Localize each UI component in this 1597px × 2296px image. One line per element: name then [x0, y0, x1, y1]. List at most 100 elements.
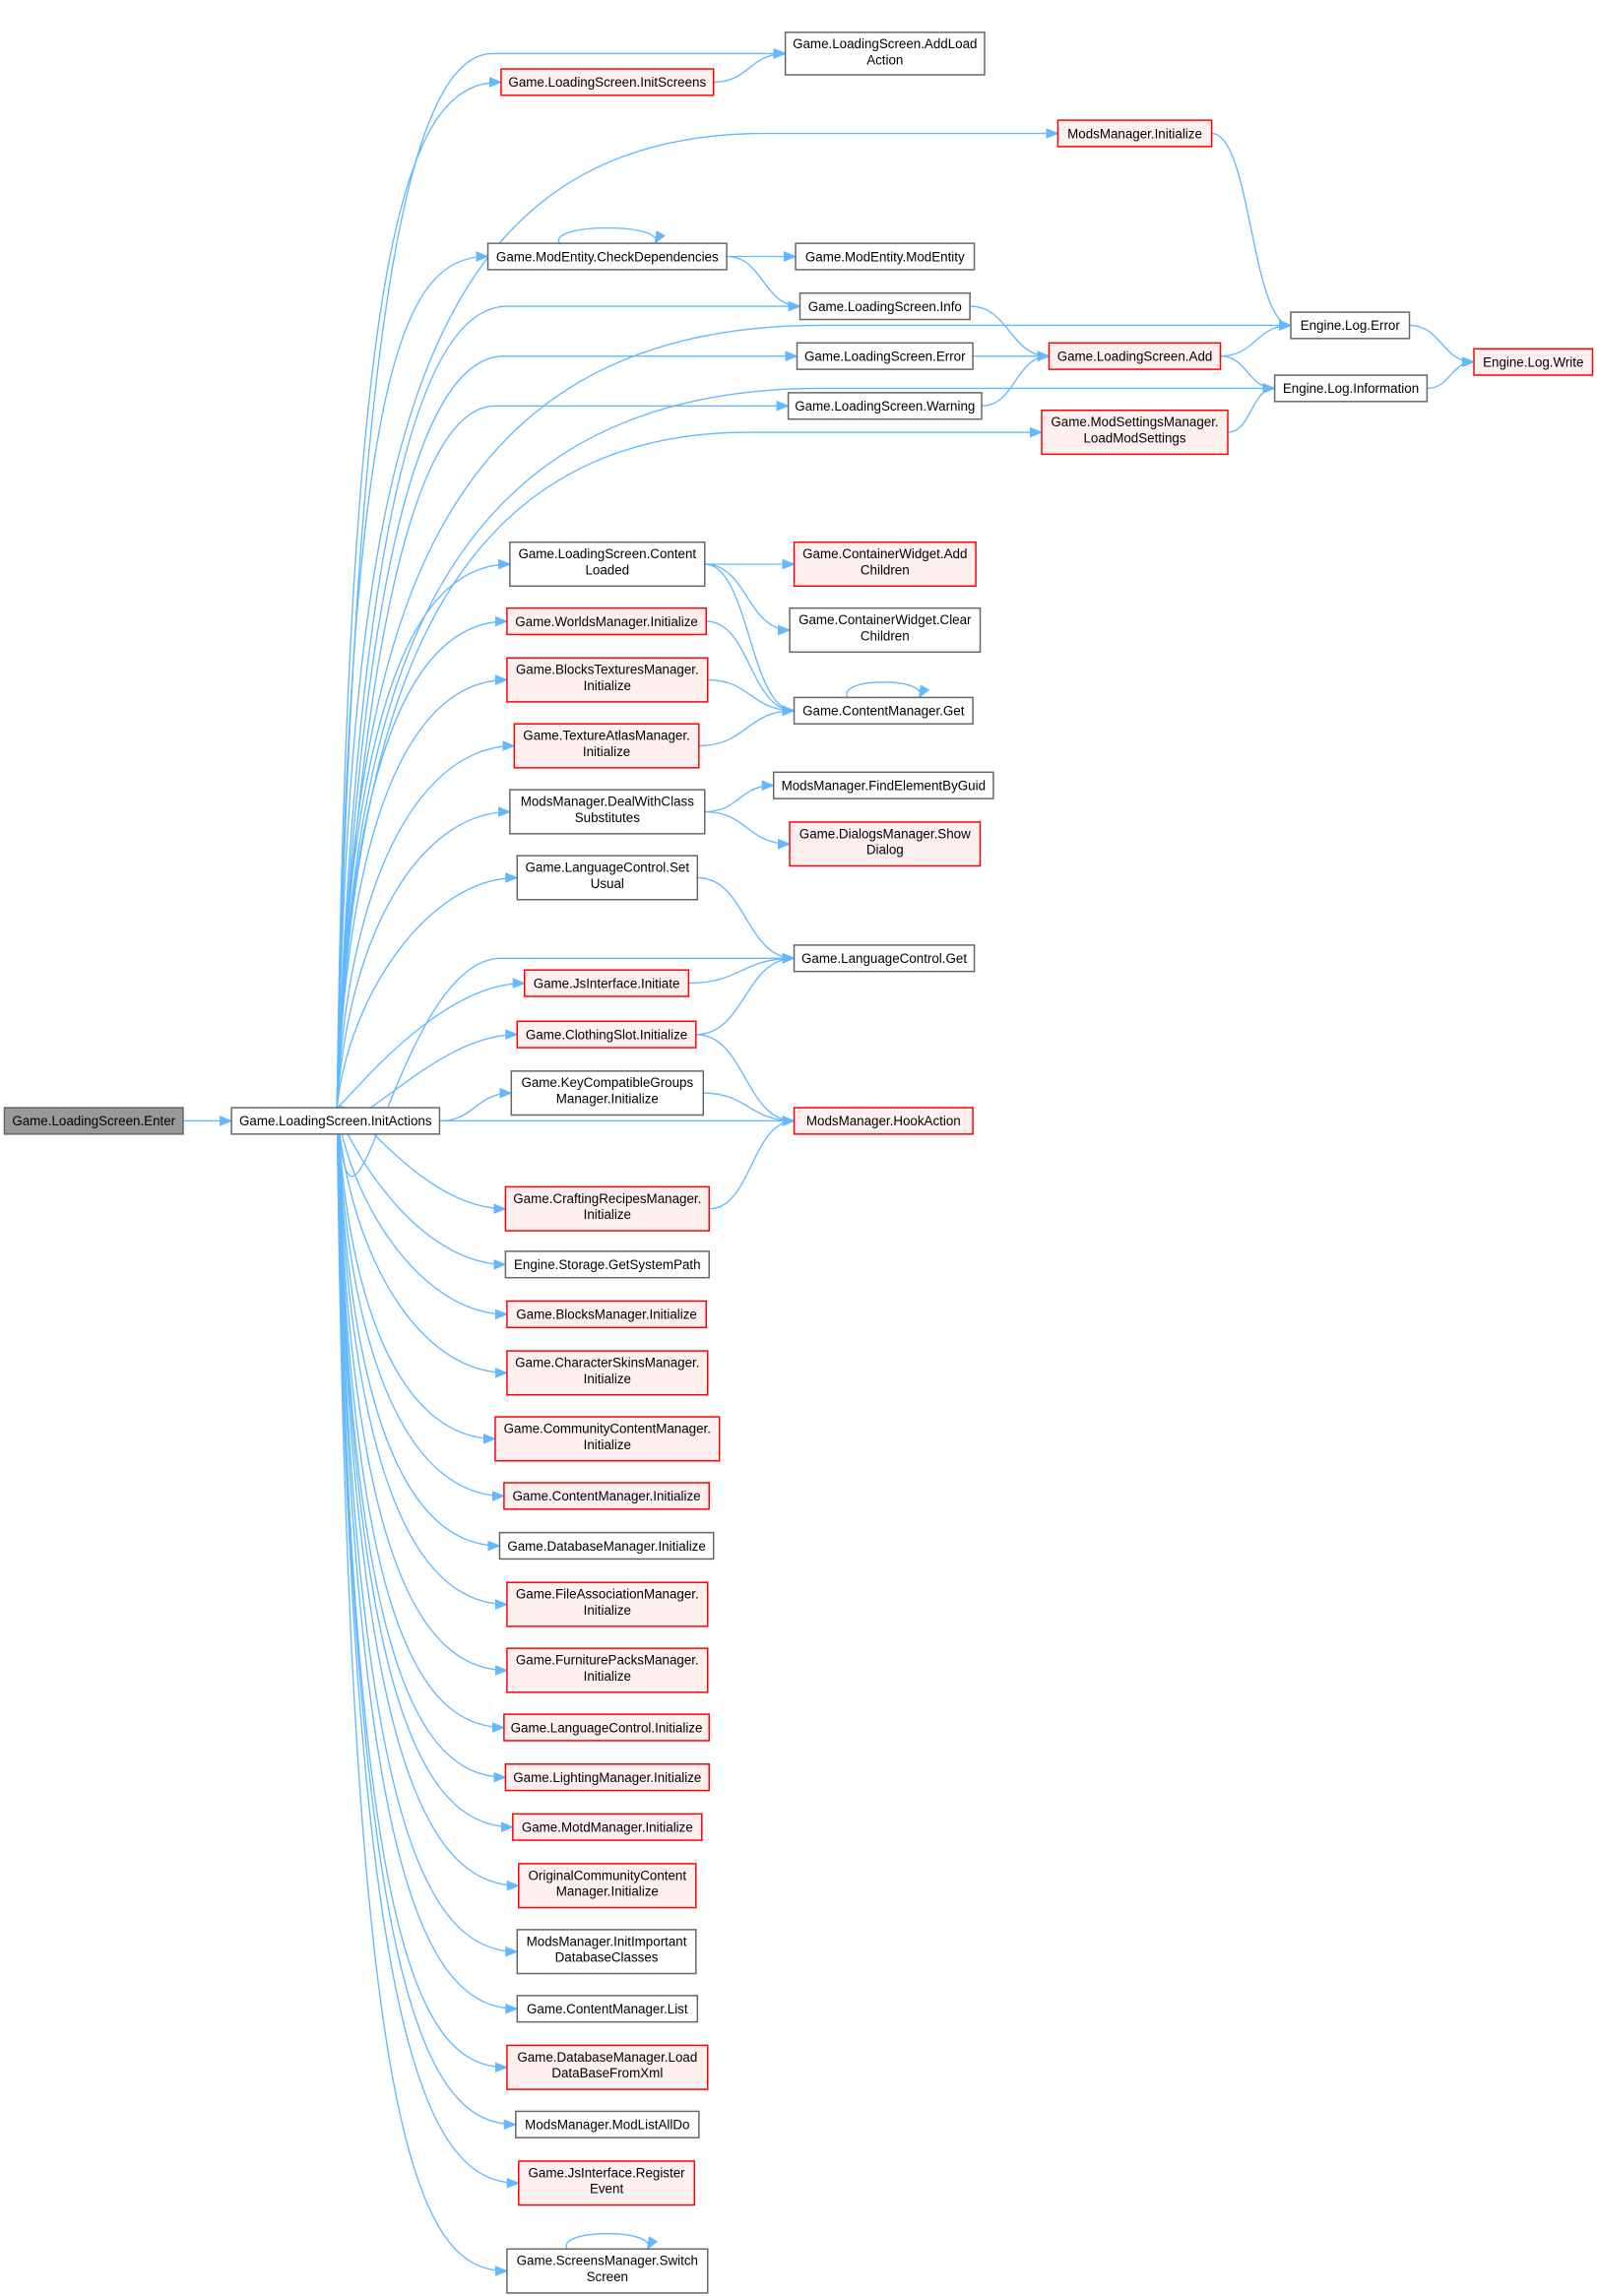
- node-box: [504, 1250, 710, 1279]
- node-label: Manager.Initialize: [556, 1884, 659, 1899]
- node-label: Game.LanguageControl.Initialize: [511, 1720, 703, 1735]
- node-label: DataBaseFromXml: [551, 2066, 663, 2080]
- node-box: [513, 723, 700, 769]
- node-community[interactable]: Game.CommunityContentManager.Initialize: [494, 1416, 721, 1462]
- node-logwrite[interactable]: Engine.Log.Write: [1473, 348, 1594, 376]
- node-label: Initialize: [584, 1371, 631, 1386]
- edge-initactions-to-lighting: [336, 1108, 507, 1783]
- node-label: OriginalCommunityContent: [529, 1868, 687, 1882]
- node-box: [793, 541, 977, 588]
- node-label: Game.LoadingScreen.InitScreens: [508, 75, 706, 90]
- node-initscreens[interactable]: Game.LoadingScreen.InitScreens: [500, 68, 715, 96]
- node-label: Game.ContentManager.Get: [802, 704, 965, 719]
- edge-initactions-to-langsetusual: [336, 872, 519, 1109]
- node-loginfo[interactable]: Engine.Log.Information: [1273, 374, 1429, 403]
- node-dbinit[interactable]: Game.DatabaseManager.Initialize: [498, 1531, 715, 1561]
- edge-dealwith-to-findguid: [704, 780, 776, 813]
- node-box: [516, 855, 699, 901]
- node-findguid[interactable]: ModsManager.FindElementByGuid: [772, 771, 994, 799]
- node-label: DatabaseClasses: [555, 1950, 659, 1965]
- node-loadmodsettings[interactable]: Game.ModSettingsManager.LoadModSettings: [1041, 410, 1229, 456]
- node-modsinit[interactable]: ModsManager.Initialize: [1056, 119, 1213, 148]
- node-label: Game.ModSettingsManager.: [1051, 415, 1218, 429]
- node-lsadd[interactable]: Game.LoadingScreen.Add: [1048, 342, 1222, 370]
- node-motd[interactable]: Game.MotdManager.Initialize: [512, 1813, 703, 1841]
- node-label: Game.ModEntity.CheckDependencies: [496, 249, 719, 264]
- node-box: [772, 771, 994, 799]
- node-label: Game.ModEntity.ModEntity: [805, 249, 965, 264]
- node-jsinitiate[interactable]: Game.JsInterface.Initiate: [523, 969, 690, 997]
- node-box: [500, 68, 715, 96]
- node-label: ModsManager.Initialize: [1067, 126, 1202, 141]
- node-box: [506, 657, 709, 703]
- node-contentinit[interactable]: Game.ContentManager.Initialize: [503, 1482, 710, 1510]
- node-blocks[interactable]: Game.BlocksManager.Initialize: [506, 1300, 707, 1329]
- edge-initactions-to-lswarning: [336, 400, 790, 1109]
- edge-initactions-to-modsinit: [336, 128, 1059, 1109]
- node-box: [498, 1531, 715, 1561]
- node-label: Screen: [587, 2269, 628, 2284]
- node-initactions[interactable]: Game.LoadingScreen.InitActions: [230, 1107, 441, 1135]
- node-textureatlas[interactable]: Game.TextureAtlasManager.Initialize: [513, 723, 700, 769]
- node-lighting[interactable]: Game.LightingManager.Initialize: [504, 1762, 710, 1792]
- node-skins[interactable]: Game.CharacterSkinsManager.Initialize: [506, 1350, 709, 1396]
- node-storage[interactable]: Engine.Storage.GetSystemPath: [504, 1250, 710, 1279]
- edge-logerror-to-logwrite: [1409, 324, 1476, 367]
- node-origcommunity[interactable]: OriginalCommunityContentManager.Initiali…: [518, 1863, 697, 1909]
- node-box: [798, 291, 971, 321]
- edge-langsetusual-to-langget: [697, 876, 796, 964]
- node-enter[interactable]: Game.LoadingScreen.Enter: [3, 1107, 184, 1135]
- node-label: Game.LoadingScreen.Warning: [795, 399, 975, 414]
- node-worlds[interactable]: Game.WorldsManager.Initialize: [506, 606, 707, 636]
- node-box: [1041, 410, 1229, 456]
- node-contentget[interactable]: Game.ContentManager.Get: [793, 696, 974, 725]
- node-label: Engine.Log.Write: [1483, 354, 1583, 369]
- node-lsinfo[interactable]: Game.LoadingScreen.Info: [798, 291, 971, 321]
- edge-modsinit-to-logerror: [1211, 132, 1293, 331]
- edge-contentloaded-to-contentget: [704, 563, 796, 717]
- node-crafting[interactable]: Game.CraftingRecipesManager.Initialize: [504, 1185, 710, 1232]
- node-label: Dialog: [866, 843, 904, 858]
- node-langinit[interactable]: Game.LanguageControl.Initialize: [503, 1713, 710, 1742]
- edge-contentget-to-contentget: [846, 681, 930, 699]
- node-label: ModsManager.InitImportant: [527, 1934, 687, 1948]
- node-box: [1473, 348, 1594, 376]
- node-label: ModsManager.FindElementByGuid: [782, 778, 986, 793]
- edge-lswarning-to-lsadd: [982, 351, 1051, 407]
- node-fileassoc[interactable]: Game.FileAssociationManager.Initialize: [506, 1581, 709, 1627]
- node-keycompat[interactable]: Game.KeyCompatibleGroupsManager.Initiali…: [510, 1070, 705, 1116]
- node-box: [516, 1020, 697, 1049]
- node-hookaction[interactable]: ModsManager.HookAction: [793, 1107, 974, 1135]
- edge-initscreens-to-addload: [713, 48, 787, 84]
- node-furniture[interactable]: Game.FurniturePacksManager.Initialize: [506, 1647, 709, 1693]
- node-box: [515, 2110, 700, 2138]
- node-logerror[interactable]: Engine.Log.Error: [1290, 311, 1411, 340]
- node-label: Game.LoadingScreen.Content: [518, 546, 696, 561]
- node-label: Game.JsInterface.Initiate: [534, 976, 680, 990]
- node-checkdeps[interactable]: Game.ModEntity.CheckDependencies: [486, 242, 728, 271]
- node-blockstextures[interactable]: Game.BlocksTexturesManager.Initialize: [506, 657, 709, 703]
- node-modlistall[interactable]: ModsManager.ModListAllDo: [515, 2110, 700, 2138]
- node-lswarning[interactable]: Game.LoadingScreen.Warning: [787, 392, 983, 420]
- edge-initactions-to-initimportant: [336, 1108, 519, 1957]
- node-box: [509, 789, 706, 835]
- node-contentlist[interactable]: Game.ContentManager.List: [516, 1995, 699, 2023]
- node-clothing[interactable]: Game.ClothingSlot.Initialize: [516, 1020, 697, 1049]
- node-lserror[interactable]: Game.LoadingScreen.Error: [796, 342, 974, 370]
- node-label: Loaded: [585, 562, 629, 577]
- edge-crafting-to-hookaction: [709, 1116, 796, 1210]
- node-langget[interactable]: Game.LanguageControl.Get: [793, 944, 976, 973]
- edge-worlds-to-contentget: [706, 620, 796, 717]
- node-modentity[interactable]: Game.ModEntity.ModEntity: [795, 242, 976, 271]
